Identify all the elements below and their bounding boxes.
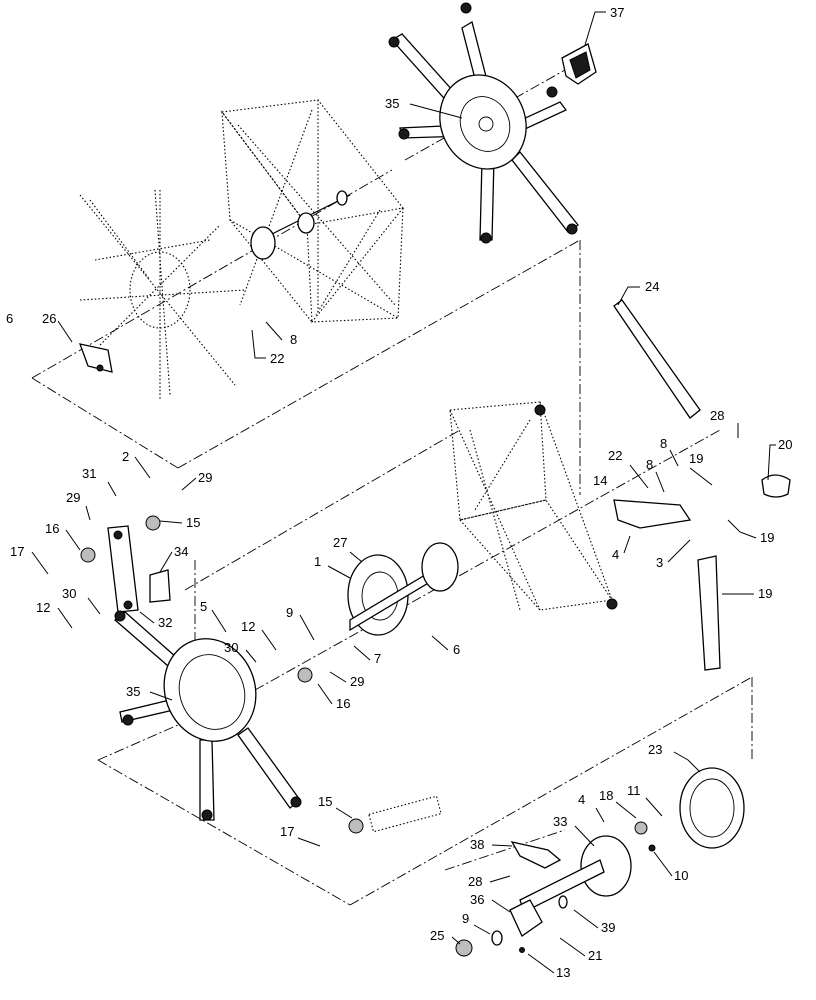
- callout-9: 9: [286, 605, 293, 620]
- callout-15: 15: [318, 794, 332, 809]
- callout-34: 34: [174, 544, 188, 559]
- plate-part-34: [149, 569, 171, 603]
- callout-20: 20: [778, 437, 792, 452]
- callout-26: 26: [42, 311, 56, 326]
- top-left-phantom-reel: [79, 189, 246, 400]
- callout-12: 12: [36, 600, 50, 615]
- callout-6: 6: [453, 642, 460, 657]
- lower-reel-spider-35: [113, 610, 302, 821]
- plate-part-26: [78, 343, 113, 373]
- callout-29: 29: [66, 490, 80, 505]
- assembly-boundary-lines: [31, 69, 753, 906]
- callout-21: 21: [588, 948, 602, 963]
- callout-35-bottom: 35: [126, 684, 140, 699]
- strap-part-19: [697, 555, 721, 671]
- callout-28: 28: [468, 874, 482, 889]
- strap-part-24: [613, 299, 701, 419]
- callout-19: 19: [758, 586, 772, 601]
- callout-13: 13: [556, 965, 570, 980]
- callout-18: 18: [599, 788, 613, 803]
- small-parts: [455, 821, 656, 957]
- callout-27: 27: [333, 535, 347, 550]
- bracket-part-14: [613, 499, 692, 529]
- phantom-hub: [368, 795, 442, 833]
- callout-16: 16: [45, 521, 59, 536]
- top-phantom-frame: [220, 99, 405, 324]
- callout-4: 4: [612, 547, 619, 562]
- callout-35-top: 35: [385, 96, 399, 111]
- callout-5: 5: [200, 599, 207, 614]
- callout-17: 17: [10, 544, 24, 559]
- bar-part-32: [107, 525, 139, 613]
- callout-4: 4: [578, 792, 585, 807]
- callout-19: 19: [760, 530, 774, 545]
- callout-16: 16: [336, 696, 350, 711]
- callout-labels: 37 35 24 6 26 8 22 28 8 20 22 8 19 14 19…: [6, 5, 792, 980]
- callout-3: 3: [656, 555, 663, 570]
- callout-28: 28: [710, 408, 724, 423]
- callout-31: 31: [82, 466, 96, 481]
- callout-leader-lines: [31, 11, 776, 974]
- middle-phantom-frame: [449, 401, 618, 611]
- callout-6: 6: [6, 311, 13, 326]
- bracket-36: [509, 899, 543, 937]
- callout-33: 33: [553, 814, 567, 829]
- top-reel-spider-35: [388, 2, 579, 244]
- callout-8: 8: [290, 332, 297, 347]
- bearings: [80, 515, 364, 834]
- callout-10: 10: [674, 868, 688, 883]
- callout-29: 29: [198, 470, 212, 485]
- callout-15: 15: [186, 515, 200, 530]
- lever-38: [510, 841, 562, 869]
- shaft-assembly-27: [347, 542, 459, 636]
- housing-33: [519, 835, 632, 913]
- callout-8: 8: [646, 457, 653, 472]
- callout-22: 22: [608, 448, 622, 463]
- callout-22: 22: [270, 351, 284, 366]
- cap-part-20: [761, 474, 791, 498]
- callout-39: 39: [601, 920, 615, 935]
- callout-1: 1: [314, 554, 321, 569]
- callout-2: 2: [122, 449, 129, 464]
- callout-29: 29: [350, 674, 364, 689]
- callout-37: 37: [610, 5, 624, 20]
- flange-ring-23: [679, 767, 745, 849]
- callout-11: 11: [627, 783, 641, 798]
- callout-17: 17: [280, 824, 294, 839]
- callout-25: 25: [430, 928, 444, 943]
- callout-14: 14: [593, 473, 607, 488]
- callout-30: 30: [62, 586, 76, 601]
- bracket-part-37: [561, 43, 597, 85]
- callout-23: 23: [648, 742, 662, 757]
- callout-19: 19: [689, 451, 703, 466]
- callout-24: 24: [645, 279, 659, 294]
- callout-8: 8: [660, 436, 667, 451]
- callout-7: 7: [374, 651, 381, 666]
- callout-38: 38: [470, 837, 484, 852]
- callout-12: 12: [241, 619, 255, 634]
- callout-9: 9: [462, 911, 469, 926]
- callout-36: 36: [470, 892, 484, 907]
- callout-32: 32: [158, 615, 172, 630]
- callout-30: 30: [224, 640, 238, 655]
